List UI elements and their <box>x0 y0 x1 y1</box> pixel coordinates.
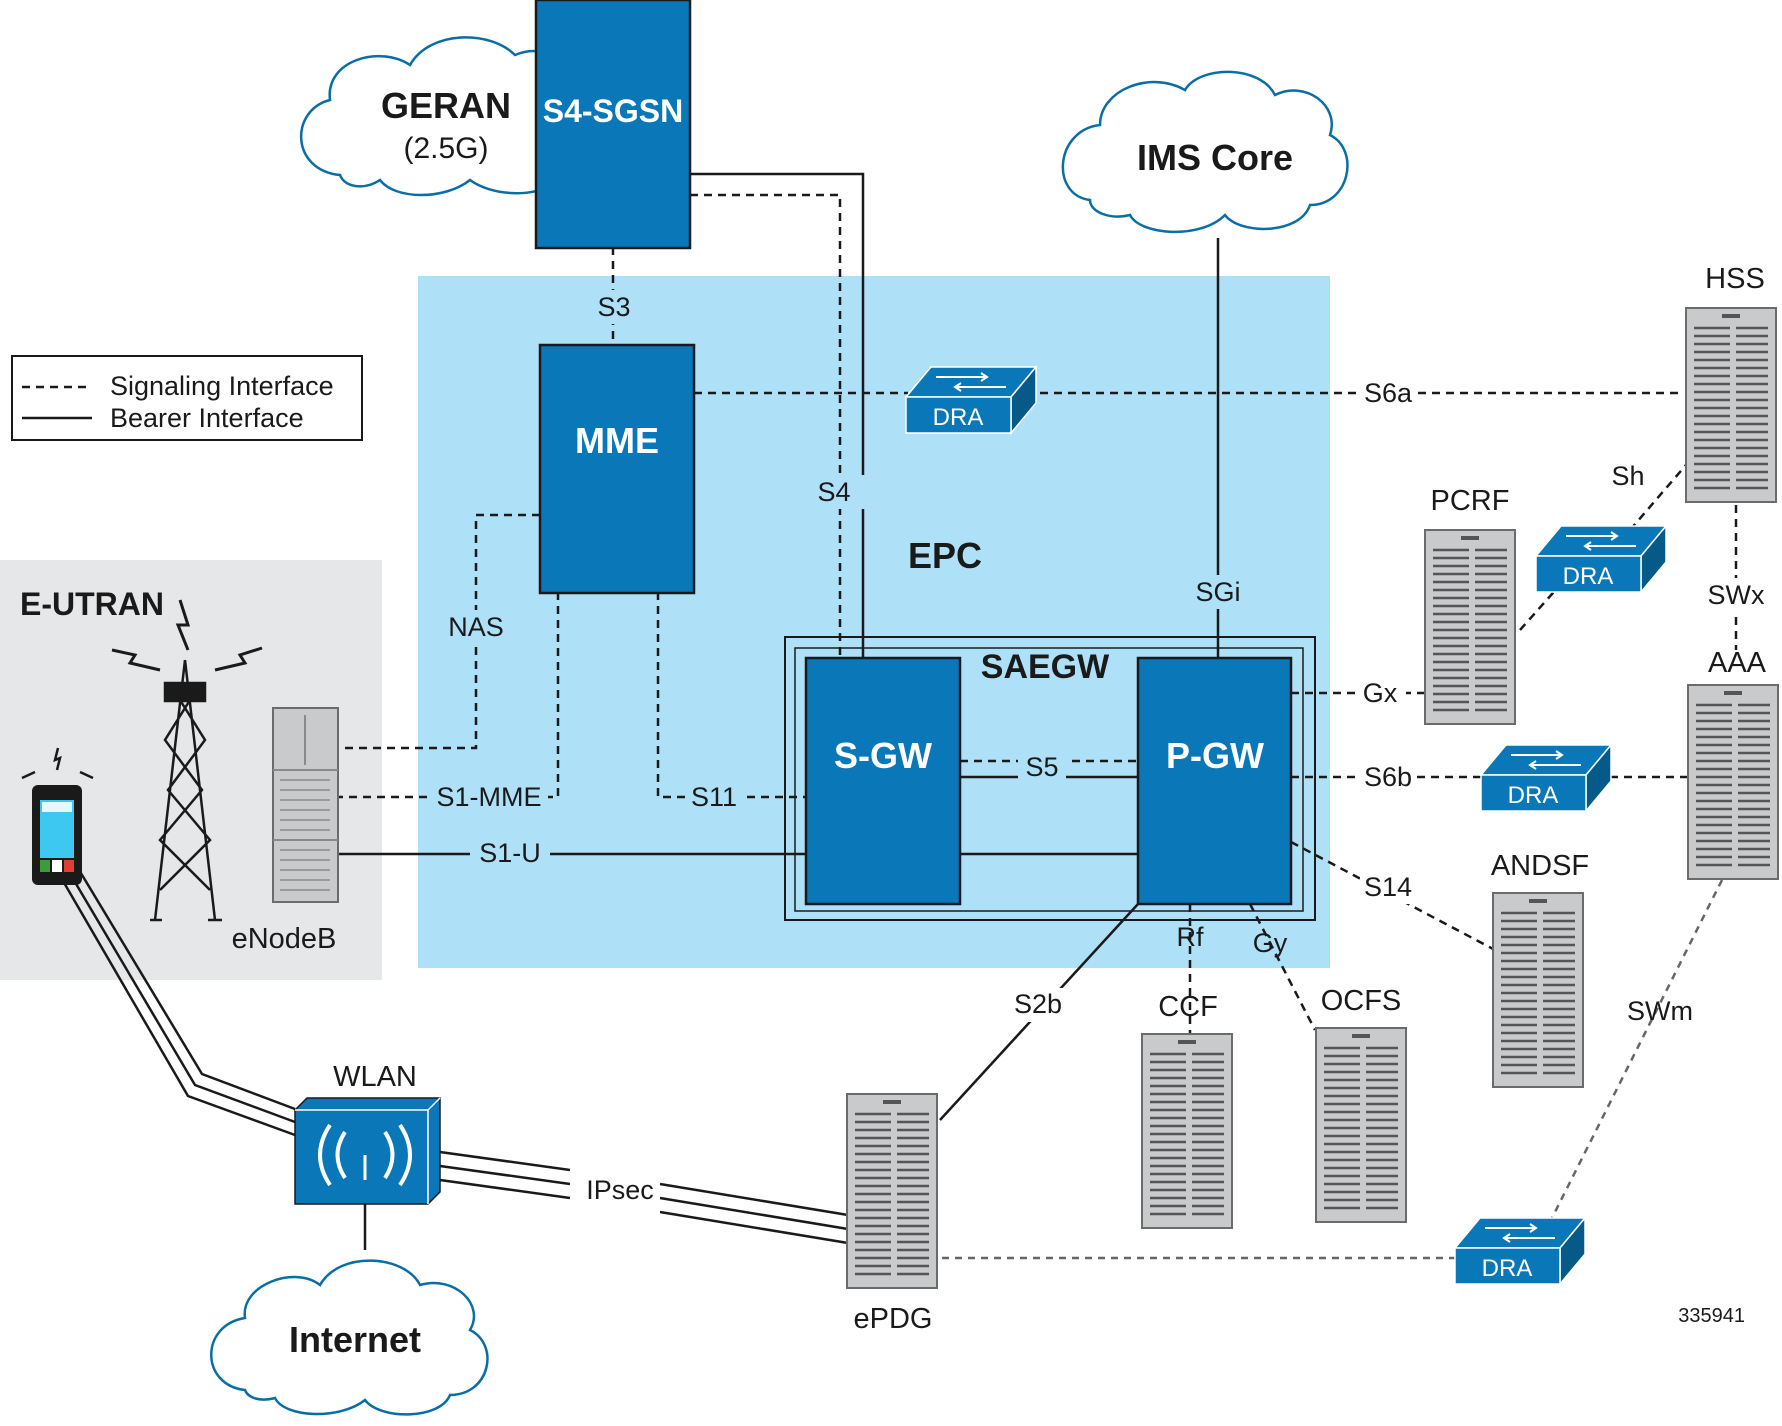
pcrf-server-icon <box>1423 528 1517 726</box>
dra-s6b: DRA <box>1480 744 1612 812</box>
pgw-label: P-GW <box>1166 735 1264 776</box>
s6a-label: S6a <box>1364 378 1413 408</box>
ocfs-server-icon <box>1314 1026 1408 1224</box>
nas-line <box>338 513 540 750</box>
eutran-label: E-UTRAN <box>20 586 164 622</box>
wlan-label: WLAN <box>333 1061 417 1093</box>
pcrf-label: PCRF <box>1431 485 1510 517</box>
internet-cloud <box>210 1259 489 1416</box>
s4-sgsn-box <box>534 0 692 250</box>
saegw-box <box>784 636 1316 921</box>
geran-title: GERAN <box>381 85 511 126</box>
epc-label: EPC <box>908 535 982 576</box>
s3-label: S3 <box>597 292 630 322</box>
gx-label: Gx <box>1363 678 1398 708</box>
rf-label: Rf <box>1177 922 1204 952</box>
ipsec-label: IPsec <box>586 1175 654 1205</box>
legend-signaling-label: Signaling Interface <box>110 371 334 401</box>
ocfs-label: OCFS <box>1321 985 1402 1017</box>
ccf-server-icon <box>1140 1032 1234 1230</box>
s4-label: S4 <box>817 477 850 507</box>
gy-label: Gy <box>1253 928 1288 958</box>
aaa-label: AAA <box>1708 647 1767 679</box>
internet-label: Internet <box>289 1319 421 1360</box>
ims-cloud <box>1061 70 1349 234</box>
s5-label: S5 <box>1025 752 1058 782</box>
wlan-icon <box>294 1097 441 1205</box>
svg-text:DRA: DRA <box>1482 1255 1533 1282</box>
svg-text:DRA: DRA <box>1563 563 1614 590</box>
geran-cloud <box>299 36 562 197</box>
s6b-label: S6b <box>1364 762 1412 792</box>
s1mme-label: S1-MME <box>436 782 541 812</box>
epdg-label: ePDG <box>854 1303 933 1335</box>
s4-signal-line <box>690 193 842 658</box>
nas-label: NAS <box>448 612 504 642</box>
s1mme-line <box>338 592 560 799</box>
gy-line <box>1248 903 1317 1031</box>
cell-tower-icon <box>111 599 263 922</box>
pgw-box <box>1136 656 1293 906</box>
hss-server-icon <box>1684 306 1778 504</box>
andsf-server-icon <box>1491 891 1585 1089</box>
s4-sgsn-label: S4-SGSN <box>543 93 683 129</box>
hss-label: HSS <box>1705 263 1765 295</box>
ue-wlan-line <box>43 849 296 1137</box>
saegw-label: SAEGW <box>981 648 1110 686</box>
phone-icon <box>21 747 94 885</box>
dra-swm: DRA <box>1454 1217 1586 1285</box>
epdg-server-icon <box>845 1092 939 1290</box>
aaa-server-icon <box>1686 683 1780 881</box>
dra-sh: DRA <box>1535 525 1667 593</box>
geran-subtitle: (2.5G) <box>403 132 488 165</box>
s2b-label: S2b <box>1014 989 1062 1019</box>
s11-label: S11 <box>691 782 737 812</box>
swm-label: SWm <box>1627 996 1693 1026</box>
dra-s6a: DRA <box>905 366 1037 434</box>
sgw-box <box>804 656 962 906</box>
legend: Signaling Interface Bearer Interface <box>11 355 363 441</box>
figure-id: 335941 <box>1678 1305 1745 1327</box>
s1u-label: S1-U <box>479 838 541 868</box>
mme-label: MME <box>575 420 659 461</box>
ipsec-line <box>439 1150 849 1245</box>
sh-line <box>1519 464 1687 631</box>
enodeb-icon <box>272 707 339 903</box>
svg-text:DRA: DRA <box>933 404 984 431</box>
ims-core-label: IMS Core <box>1137 137 1293 178</box>
svg-text:DRA: DRA <box>1508 782 1559 809</box>
sh-label: Sh <box>1611 461 1644 491</box>
legend-bearer-label: Bearer Interface <box>110 403 304 433</box>
mme-box <box>538 343 696 595</box>
sgw-label: S-GW <box>834 735 932 776</box>
andsf-label: ANDSF <box>1491 850 1589 882</box>
s14-label: S14 <box>1364 872 1412 902</box>
enodeb-label: eNodeB <box>232 923 337 955</box>
swx-label: SWx <box>1708 580 1765 610</box>
sgi-label: SGi <box>1195 577 1240 607</box>
ccf-label: CCF <box>1158 991 1218 1023</box>
